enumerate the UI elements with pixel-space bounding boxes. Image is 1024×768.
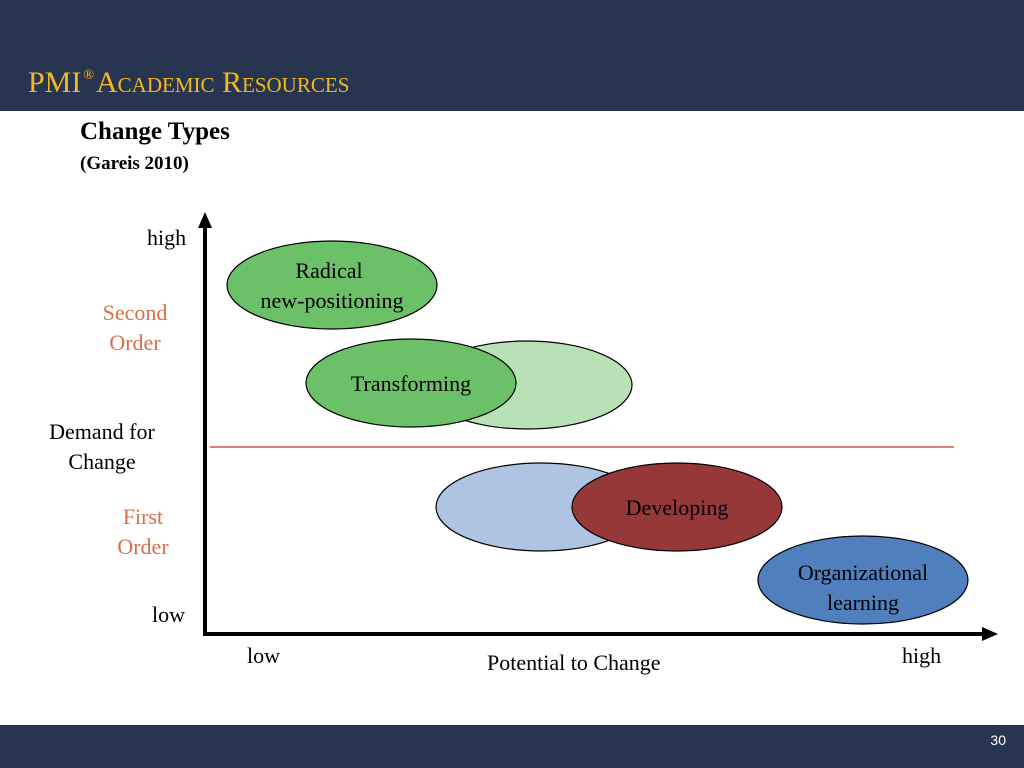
ellipse-organizational-learning — [757, 535, 969, 625]
ellipse-transforming — [305, 338, 517, 428]
y-axis-arrow-icon — [198, 212, 212, 228]
x-axis-title: Potential to Change — [487, 650, 661, 675]
radical-label-line1: Radical — [295, 258, 362, 283]
y-axis-high-label: high — [147, 225, 187, 250]
y-axis-low-label: low — [152, 602, 185, 627]
x-axis-low-label: low — [247, 643, 280, 668]
organizational-label-line1: Organizational — [798, 560, 928, 585]
radical-label-line2: new-positioning — [261, 288, 404, 313]
x-axis-high-label: high — [902, 643, 942, 668]
footer-bar: 30 — [0, 725, 1024, 768]
brand-title: PMI®Academic Resources — [28, 66, 350, 99]
slide-subtitle: (Gareis 2010) — [80, 153, 189, 174]
ellipse-radical — [226, 240, 438, 330]
x-axis-arrow-icon — [982, 627, 998, 641]
transforming-label: Transforming — [351, 371, 471, 396]
developing-label: Developing — [626, 495, 729, 520]
header-bar: PMI®Academic Resources — [0, 0, 1024, 111]
organizational-label-line2: learning — [827, 590, 899, 615]
ellipse-developing — [571, 462, 783, 552]
slide-title: Change Types — [80, 118, 230, 145]
page-number: 30 — [990, 732, 1006, 748]
